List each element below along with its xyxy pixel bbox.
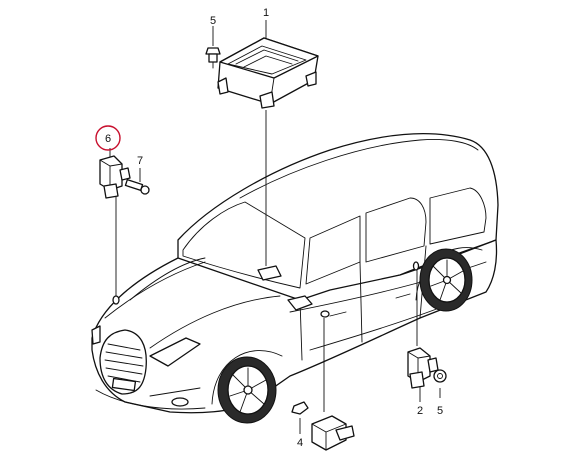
side-sensor-part [291,401,355,451]
front-sensor-part [99,155,131,199]
leader-lines [109,20,441,434]
callout-5-top: 5 [210,15,216,27]
callout-5-rear: 5 [437,405,443,417]
callout-1: 1 [263,7,269,19]
rear-sensor-part [407,347,439,389]
screw-part [124,179,150,195]
highlight-circle [95,125,121,151]
mount-markers [112,261,420,318]
callout-2: 2 [417,405,423,417]
callout-6: 6 [105,133,111,145]
control-unit-part [217,37,319,109]
nut-part-rear [433,369,447,383]
callout-labels: 1 5 6 7 2 5 4 [105,7,443,449]
car-illustration [91,133,499,424]
bolt-part-top [205,47,221,69]
callout-4: 4 [297,437,303,449]
callout-7: 7 [137,155,143,167]
